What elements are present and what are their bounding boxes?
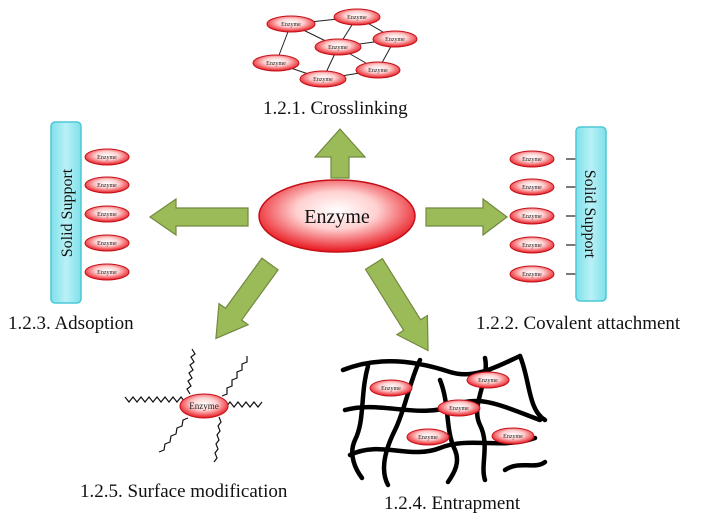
central-enzyme: Enzyme (258, 179, 416, 253)
arrow-left (148, 197, 249, 237)
caption-covalent-attachment: 1.2.2. Covalent attachment (476, 313, 681, 334)
caption-entrapment: 1.2.4. Entrapment (384, 493, 521, 514)
covalent-support-label: Solid Support (581, 170, 598, 259)
adsorption-support: Solid Support (50, 121, 82, 304)
arrow-lower-right (364, 257, 429, 352)
caption-adsorption: 1.2.3. Adsoption (8, 313, 134, 334)
adsorption-support-label: Solid Support (59, 168, 76, 257)
crosslinking-network (275, 16, 396, 80)
arrow-lower-left (215, 257, 279, 340)
caption-crosslinking: 1.2.1. Crosslinking (263, 98, 408, 119)
crosslink-lines (275, 16, 396, 80)
caption-surface-modification: 1.2.5. Surface modification (80, 481, 288, 502)
arrow-up (313, 128, 367, 179)
arrow-right (425, 197, 508, 237)
central-enzyme-label: Enzyme (304, 206, 370, 228)
surface-polymer-chains (124, 348, 263, 463)
covalent-support: Solid Support (566, 126, 607, 302)
entrapment-mesh (340, 353, 548, 488)
